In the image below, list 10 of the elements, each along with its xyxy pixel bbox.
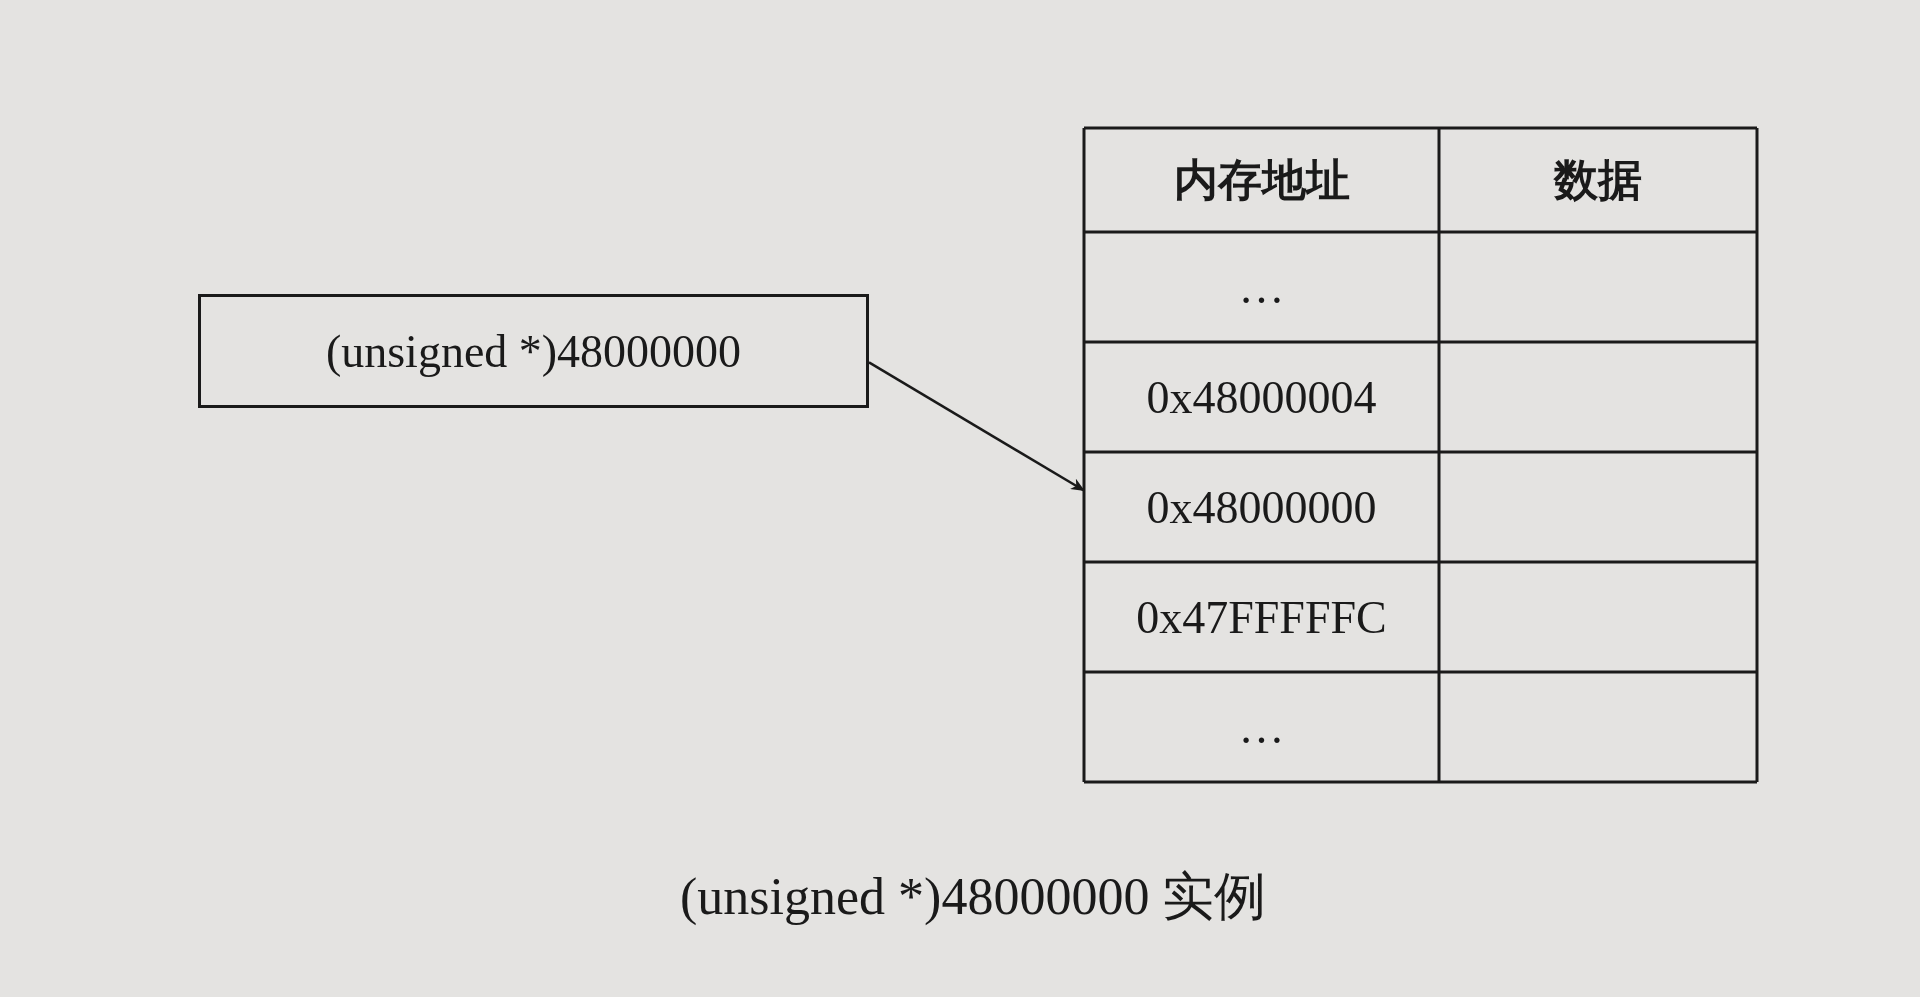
- address-text: 0x48000004: [1145, 370, 1378, 425]
- header-text: 数据: [1552, 152, 1643, 207]
- arrow: [868, 361, 1085, 492]
- address-cell: 0x48000000: [1084, 452, 1439, 562]
- header-text: 内存地址: [1172, 152, 1351, 207]
- ellipsis-text: …: [1237, 260, 1286, 315]
- pointer-box: (unsigned *)48000000: [198, 294, 869, 408]
- figure-caption: (unsigned *)48000000 实例: [680, 867, 1267, 927]
- ellipsis-text: …: [1237, 700, 1286, 755]
- address-text: 0x47FFFFFC: [1135, 590, 1388, 645]
